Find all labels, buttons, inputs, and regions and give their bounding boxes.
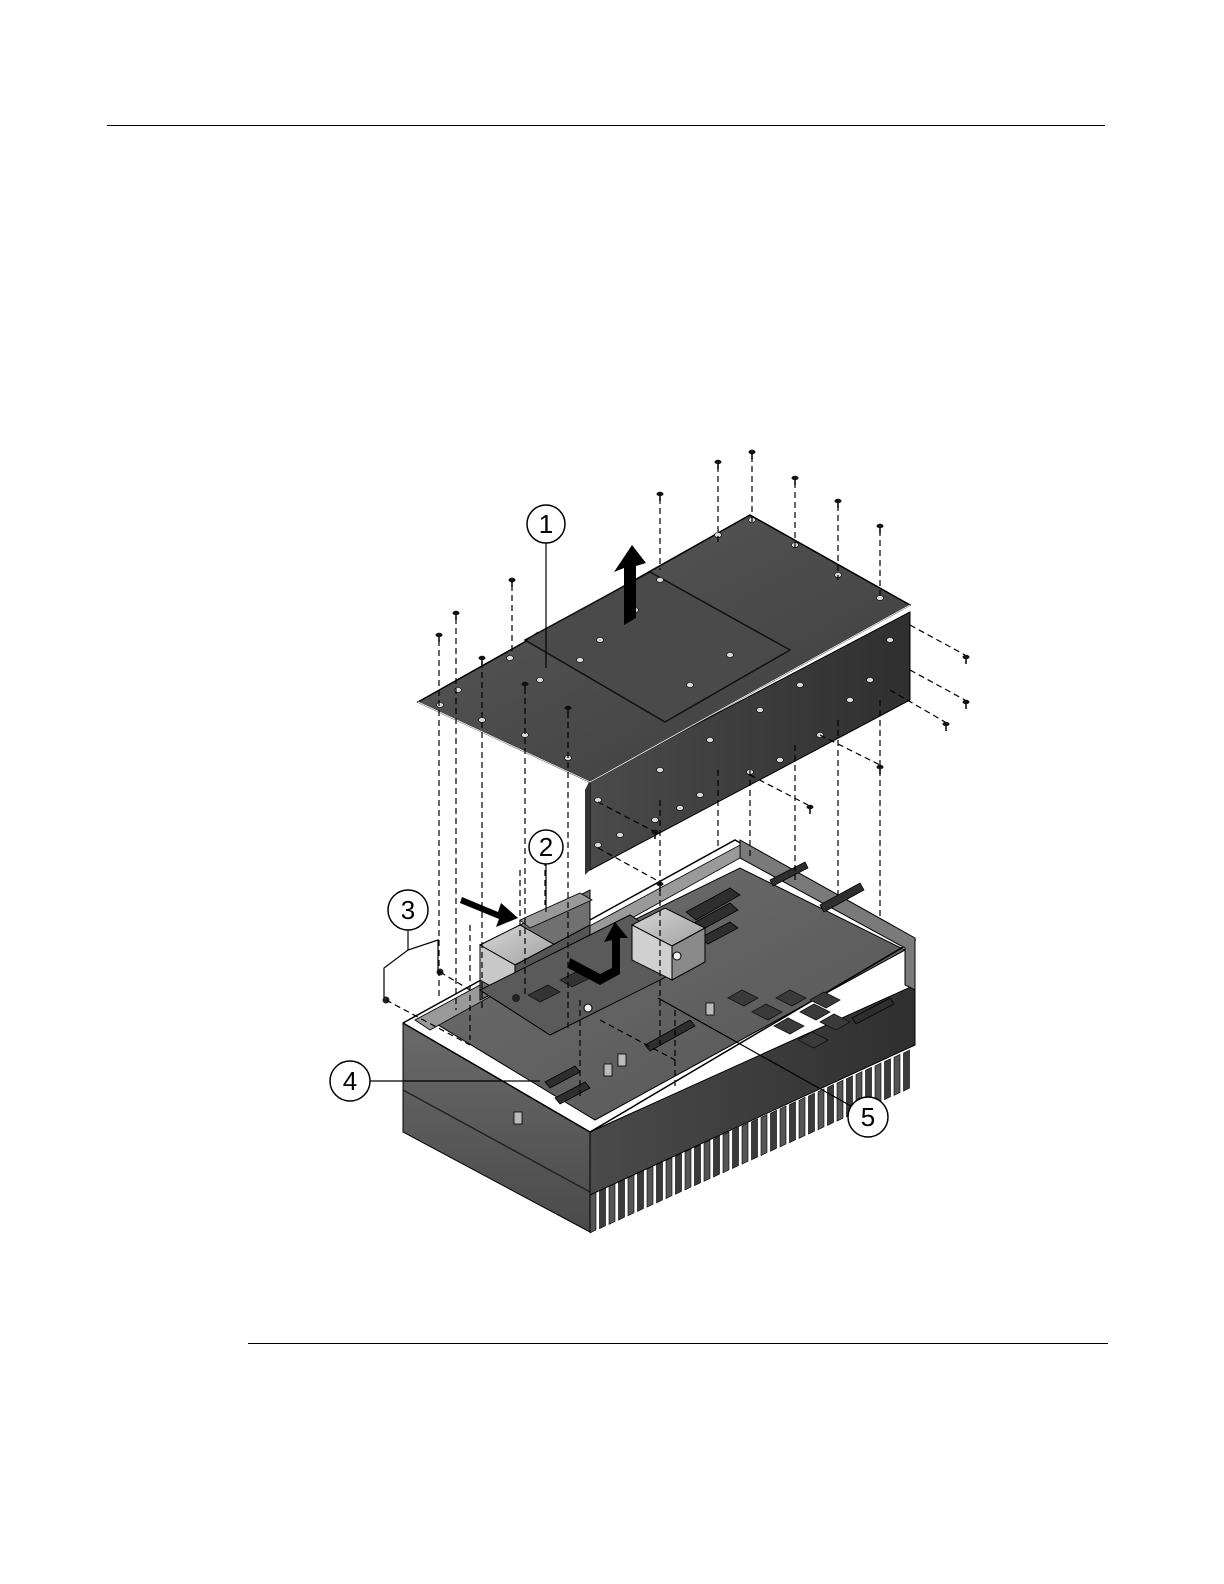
- cover-hole: [677, 806, 684, 811]
- svg-text:4: 4: [343, 1066, 357, 1096]
- cover-hole: [507, 656, 514, 661]
- screw-icon: [453, 611, 460, 620]
- cover-hole: [887, 638, 894, 643]
- cover-hole: [657, 768, 664, 773]
- heatsink-fin: [809, 1093, 815, 1134]
- cover-hole: [597, 638, 604, 643]
- cover-hole: [847, 698, 854, 703]
- heatsink-fin: [828, 1085, 834, 1126]
- cover-hole: [437, 703, 444, 708]
- heatsink-fin: [619, 1179, 625, 1220]
- screw-icon: [509, 578, 516, 587]
- screw-icon: [807, 805, 814, 814]
- cover-hole: [595, 798, 602, 803]
- cover-hole: [595, 843, 602, 848]
- module-screws: [383, 969, 444, 1004]
- screw-icon: [657, 492, 664, 501]
- screw-icon: [835, 499, 842, 508]
- heatsink-fin: [723, 1132, 729, 1173]
- heatsink-fin: [733, 1128, 739, 1169]
- heatsink-fin: [666, 1158, 672, 1199]
- screw-icon: [877, 765, 884, 774]
- heatsink-fin: [818, 1089, 824, 1130]
- heatsink-fin: [590, 1192, 596, 1233]
- cover-hole: [777, 758, 784, 763]
- svg-text:2: 2: [539, 832, 553, 862]
- cover-hole: [537, 678, 544, 683]
- screw-icon: [943, 722, 950, 731]
- screw-icon: [436, 633, 443, 642]
- cover-hole: [577, 658, 584, 663]
- top-cover: [418, 515, 910, 875]
- heatsink-fin: [885, 1059, 891, 1100]
- heatsink-fin: [771, 1110, 777, 1151]
- svg-text:1: 1: [539, 509, 553, 539]
- screw-icon: [479, 656, 486, 665]
- cover-hole: [727, 653, 734, 658]
- heatsink-fin: [799, 1097, 805, 1138]
- cover-hole: [617, 833, 624, 838]
- cover-hole: [797, 683, 804, 688]
- cover-hole: [877, 596, 884, 601]
- screw-icon: [715, 460, 722, 469]
- cover-hole: [657, 578, 664, 583]
- svg-text:5: 5: [861, 1102, 875, 1132]
- footer-rule: [248, 1343, 1108, 1344]
- heatsink-fin: [695, 1145, 701, 1186]
- heatsink-fin: [704, 1140, 710, 1181]
- heatsink-fin: [609, 1183, 615, 1224]
- screw-icon: [963, 655, 970, 664]
- svg-text:3: 3: [401, 895, 415, 925]
- heatsink-fin: [600, 1188, 606, 1229]
- cover-hole: [687, 683, 694, 688]
- cover-hole: [652, 818, 659, 823]
- callout-3: 3: [384, 890, 438, 998]
- screw-icon: [963, 700, 970, 709]
- heatsink-fin: [657, 1162, 663, 1203]
- heatsink-fin: [761, 1115, 767, 1156]
- heatsink-fin: [752, 1119, 758, 1160]
- heatsink-fin: [904, 1050, 910, 1091]
- heatsink-fin: [714, 1136, 720, 1177]
- insert-arrow-icon: [460, 897, 518, 927]
- cover-hole: [479, 718, 486, 723]
- cover-hole: [867, 678, 874, 683]
- screw-icon: [792, 476, 799, 485]
- callout-2: 2: [529, 830, 563, 912]
- heatsink-fin: [894, 1054, 900, 1095]
- cover-hole: [757, 708, 764, 713]
- screw-icon: [877, 524, 884, 533]
- heatsink-fin: [780, 1106, 786, 1147]
- heatsink-fin: [647, 1166, 653, 1207]
- heatsink-fin: [676, 1153, 682, 1194]
- heatsink-fin: [638, 1171, 644, 1212]
- heatsink-fin: [742, 1123, 748, 1164]
- screw-icon: [749, 450, 756, 459]
- cover-hole: [707, 738, 714, 743]
- cover-hole: [697, 793, 704, 798]
- heatsink-fin: [790, 1102, 796, 1143]
- heatsink-fin: [685, 1149, 691, 1190]
- heatsink-fin: [628, 1175, 634, 1216]
